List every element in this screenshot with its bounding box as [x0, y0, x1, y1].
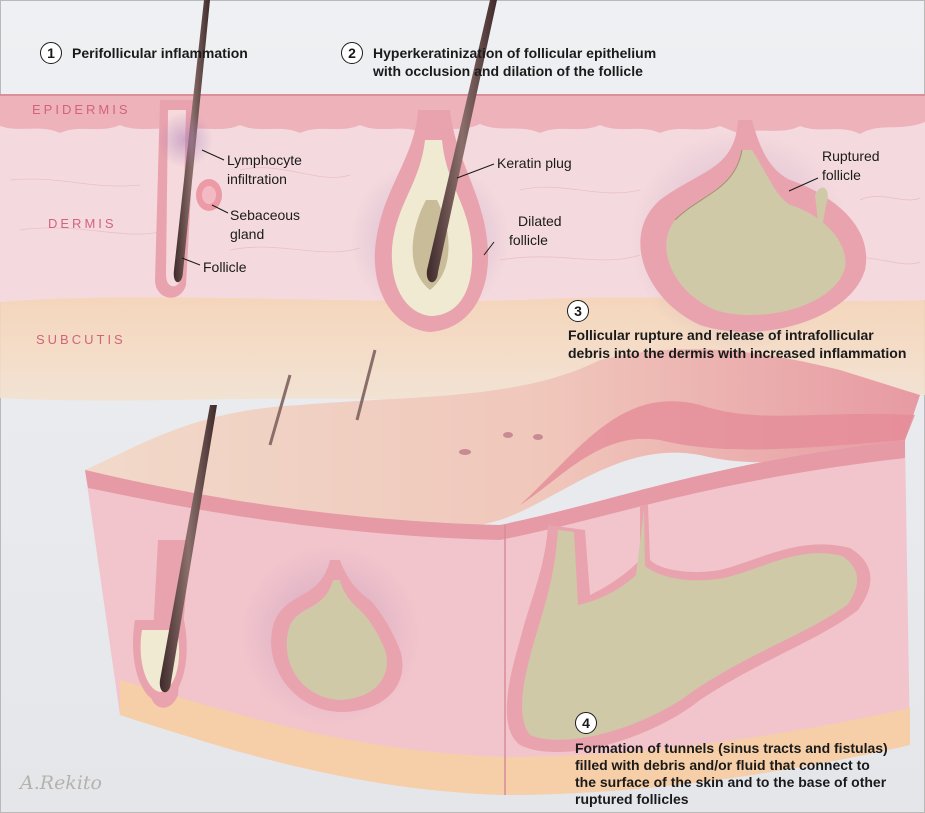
- step-4-text-line1: Formation of tunnels (sinus tracts and f…: [575, 740, 888, 756]
- lower-3d-block: [85, 349, 920, 795]
- step-4-text-line4: ruptured follicles: [575, 791, 689, 807]
- step-2-text-line1: Hyperkeratinization of follicular epithe…: [373, 45, 656, 61]
- label-sebaceous-line1: Sebaceous: [230, 207, 300, 223]
- step-3-text-line2: debris into the dermis with increased in…: [568, 345, 906, 361]
- step-3-number: 3: [567, 300, 589, 322]
- step-1-text: Perifollicular inflammation: [72, 45, 248, 61]
- label-keratin-plug: Keratin plug: [497, 155, 572, 171]
- layer-label-subcutis: SUBCUTIS: [36, 332, 126, 347]
- layer-label-dermis: DERMIS: [48, 216, 117, 231]
- step-2-number: 2: [341, 42, 363, 64]
- label-follicle: Follicle: [203, 259, 247, 275]
- label-sebaceous-line2: gland: [230, 226, 264, 242]
- label-ruptured-line2: follicle: [822, 167, 861, 183]
- label-dilated-line1: Dilated: [518, 213, 562, 229]
- label-dilated-line2: follicle: [509, 232, 548, 248]
- step-3-text-line1: Follicular rupture and release of intraf…: [568, 327, 874, 343]
- step-1-number: 1: [40, 42, 62, 64]
- step-4-text-line2: filled with debris and/or fluid that con…: [575, 757, 870, 773]
- label-ruptured-line1: Ruptured: [822, 148, 880, 164]
- step-4-number: 4: [575, 712, 597, 734]
- artist-signature: A.Rekito: [20, 772, 102, 794]
- label-lymphocyte-line2: infiltration: [227, 171, 287, 187]
- layer-label-epidermis: EPIDERMIS: [32, 102, 131, 117]
- step-4-text-line3: the surface of the skin and to the base …: [575, 774, 886, 790]
- step-2-text-line2: with occlusion and dilation of the folli…: [373, 63, 643, 79]
- label-lymphocyte-line1: Lymphocyte: [227, 152, 302, 168]
